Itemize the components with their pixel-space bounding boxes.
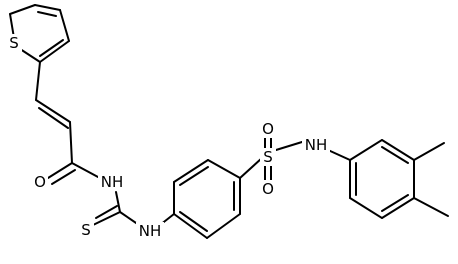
svg-text:S: S: [9, 34, 19, 52]
bond: [69, 121, 73, 164]
sulfonyl-sulfur-label: S: [260, 148, 276, 166]
bond: [413, 142, 445, 161]
thiourea-nh-label: NH: [136, 222, 164, 240]
bonds: [9, 4, 449, 239]
bond: [47, 162, 73, 179]
bond: [39, 39, 64, 57]
thiourea-sulfur-label: S: [78, 221, 94, 239]
bond: [35, 99, 71, 123]
bond: [59, 9, 70, 42]
bond: [239, 157, 263, 179]
bond: [327, 149, 351, 161]
bond: [349, 139, 383, 161]
carbonyl-oxygen-label: O: [32, 173, 48, 191]
bond: [275, 141, 303, 151]
thiophene-sulfur-label: S: [6, 34, 22, 52]
bond: [179, 166, 209, 186]
atom-labels: S O NH S NH O S O: [6, 34, 330, 240]
bond: [413, 197, 449, 217]
bond: [179, 211, 208, 232]
svg-text:NH: NH: [305, 136, 328, 154]
bond: [206, 213, 241, 239]
svg-text:O: O: [262, 120, 274, 138]
bond: [173, 159, 209, 183]
bond: [38, 107, 69, 129]
bond: [35, 61, 41, 101]
svg-text:NH: NH: [101, 173, 124, 191]
amide-nh-label: NH: [98, 173, 126, 191]
bond: [34, 4, 61, 11]
bond: [349, 197, 383, 219]
bond: [39, 40, 70, 63]
bond: [173, 213, 208, 239]
bond: [71, 162, 99, 178]
svg-text:NH: NH: [139, 222, 162, 240]
svg-text:S: S: [81, 221, 91, 239]
bond: [92, 211, 121, 226]
sulfonyl-oxygen-bottom-label: O: [260, 180, 276, 198]
bond: [381, 139, 415, 161]
bond: [119, 211, 140, 226]
svg-text:O: O: [262, 180, 274, 198]
bond: [51, 169, 76, 185]
svg-text:O: O: [34, 173, 46, 191]
bond: [9, 4, 36, 15]
bond: [95, 205, 118, 219]
svg-text:S: S: [263, 148, 273, 166]
bond: [115, 191, 121, 213]
sulfonyl-oxygen-top-label: O: [260, 120, 276, 138]
bond: [207, 159, 241, 179]
sulfonamide-nh-label: NH: [302, 136, 330, 154]
bond: [37, 11, 57, 17]
bond: [381, 197, 415, 219]
bond: [381, 146, 409, 164]
bond: [381, 194, 409, 212]
